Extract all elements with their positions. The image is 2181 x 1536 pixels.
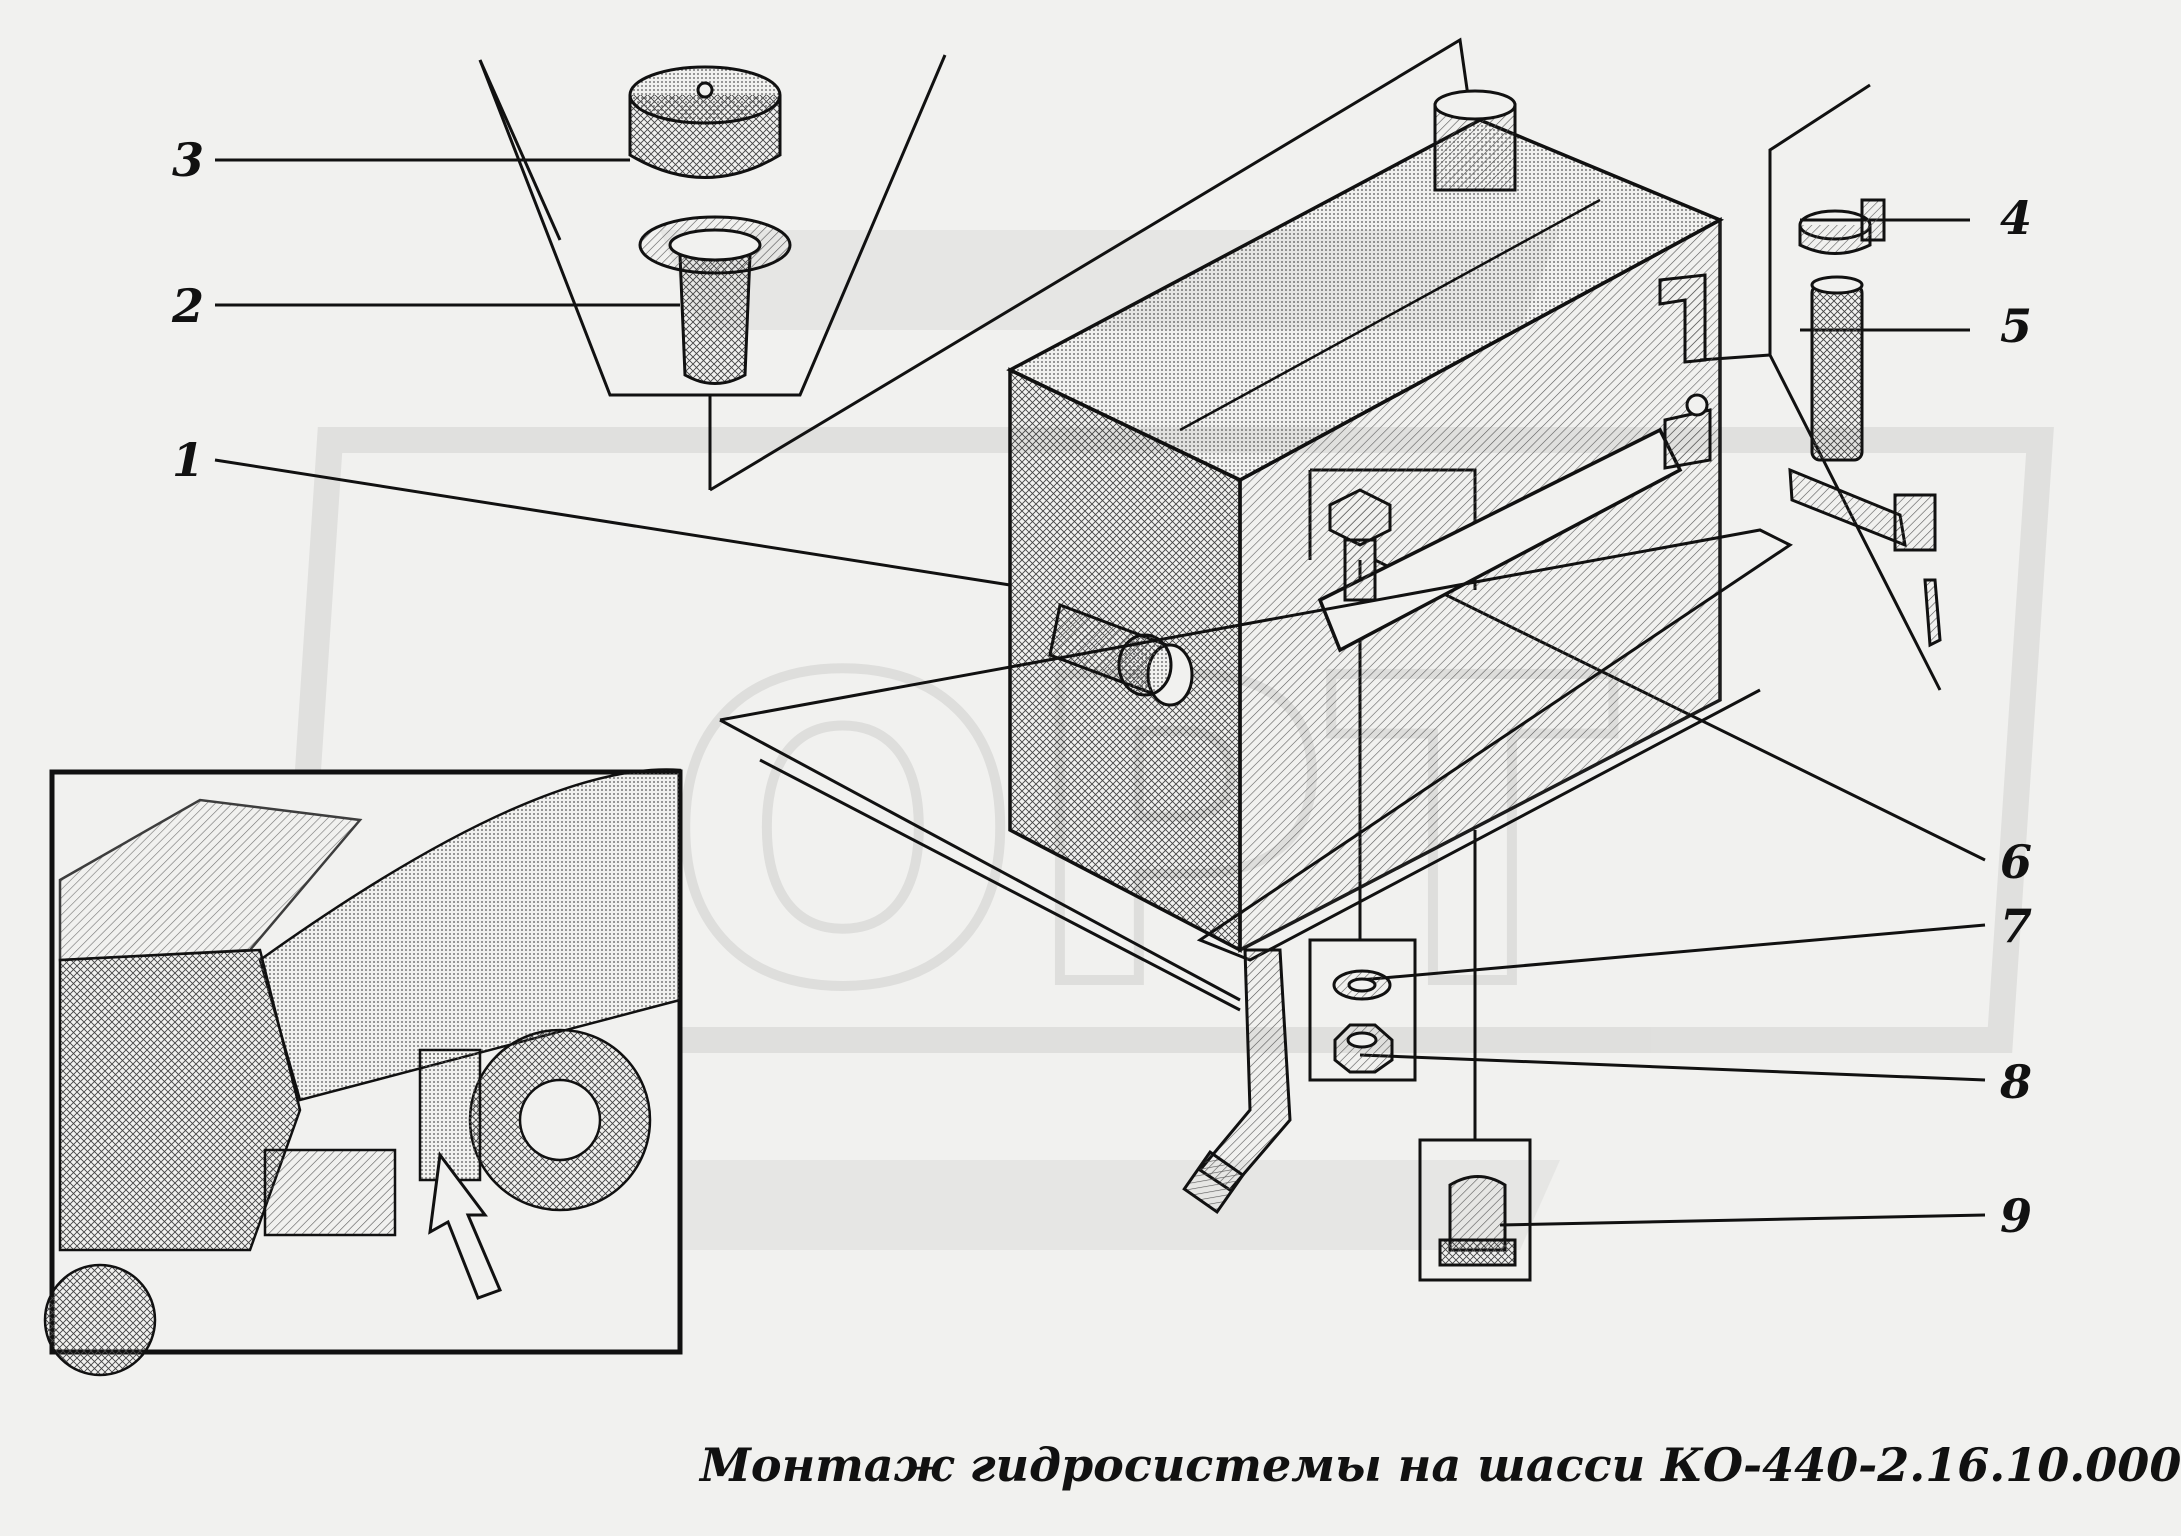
callouts: 3 2 1 4 5 6 7 8 9 [171,133,2032,1243]
callout-8: 8 [1999,1055,2032,1109]
callout-7: 7 [2000,899,2032,953]
hose [1810,275,1864,462]
tank-front-fitting [1048,602,1194,707]
outlet-pipe [1182,948,1292,1215]
callout-5: 5 [2000,299,2032,353]
arrow-up-icon [428,1151,503,1300]
filler-neck [1433,89,1517,192]
mounting-bolt [1328,488,1392,602]
callout-1: 1 [172,433,204,487]
hose-bracket [1788,467,1942,648]
filler-cap [628,65,782,179]
callout-3: 3 [172,133,204,187]
drain-plug [1438,1175,1517,1267]
nut [1333,1023,1394,1074]
callout-6: 6 [2000,835,2032,889]
chassis-frame [719,528,1793,1012]
callout-4: 4 [2000,191,2032,245]
drawing-caption: Монтаж гидросистемы на шасси КО-440-2.16… [700,1438,2181,1492]
callout-9: 9 [2000,1189,2032,1243]
washer [1332,969,1392,1001]
filler-strainer [638,215,792,385]
tank-side-fittings [1658,273,1712,470]
inset-truck-view [43,768,683,1377]
callout-2: 2 [171,279,204,333]
hose-clamp [1798,198,1886,255]
